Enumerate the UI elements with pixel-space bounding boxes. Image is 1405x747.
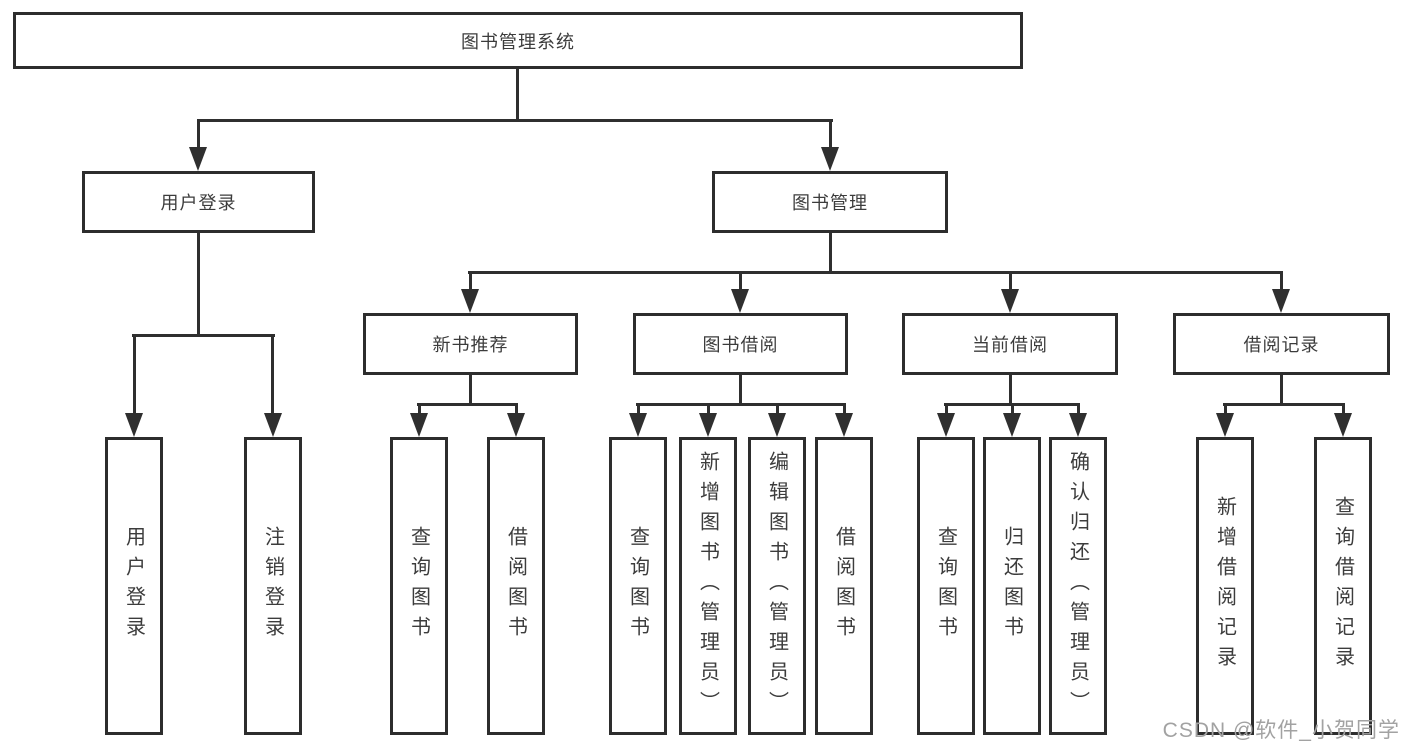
connector-line <box>1009 271 1012 291</box>
connector-line <box>636 403 846 406</box>
connector-line <box>1280 375 1283 406</box>
leaf-confirm-return-admin: 确认归还（管理员） <box>1049 437 1107 735</box>
connector-line <box>271 334 274 415</box>
leaf-borrow-books: 借阅图书 <box>815 437 873 735</box>
node-library-management-system: 图书管理系统 <box>13 12 1023 69</box>
connector-line <box>739 271 742 291</box>
node-user-login: 用户登录 <box>82 171 315 233</box>
connector-line <box>468 271 1283 274</box>
connector-line <box>417 403 518 406</box>
leaf-logout: 注销登录 <box>244 437 302 735</box>
arrow-down-icon <box>189 147 207 171</box>
leaf-label: 用户登录 <box>122 526 145 646</box>
connector-line <box>197 233 200 337</box>
arrow-down-icon <box>731 289 749 313</box>
node-book-management: 图书管理 <box>712 171 948 233</box>
node-current-borrowing: 当前借阅 <box>902 313 1118 375</box>
leaf-edit-books-admin: 编辑图书（管理员） <box>748 437 806 735</box>
arrow-down-icon <box>1001 289 1019 313</box>
connector-line <box>1011 403 1014 415</box>
leaf-query-books-current: 查询图书 <box>917 437 975 735</box>
leaf-label: 归还图书 <box>1000 526 1023 646</box>
arrow-down-icon <box>507 413 525 437</box>
leaf-add-books-admin: 新增图书（管理员） <box>679 437 737 735</box>
leaf-label: 借阅图书 <box>504 526 527 646</box>
leaf-label: 确认归还（管理员） <box>1066 451 1089 721</box>
connector-line <box>739 375 742 406</box>
arrow-down-icon <box>768 413 786 437</box>
arrow-down-icon <box>1003 413 1021 437</box>
connector-line <box>843 403 846 415</box>
node-new-book-recommendation: 新书推荐 <box>363 313 578 375</box>
leaf-borrow-books-recommend: 借阅图书 <box>487 437 545 735</box>
connector-line <box>1280 271 1283 291</box>
arrow-down-icon <box>1216 413 1234 437</box>
connector-line <box>515 403 518 415</box>
leaf-label: 借阅图书 <box>832 526 855 646</box>
connector-line <box>776 403 779 415</box>
connector-line <box>197 119 200 149</box>
leaf-query-borrow-record: 查询借阅记录 <box>1314 437 1372 735</box>
leaf-user-login: 用户登录 <box>105 437 163 735</box>
leaf-query-books-recommend: 查询图书 <box>390 437 448 735</box>
connector-line <box>1342 403 1345 415</box>
connector-line <box>1077 403 1080 415</box>
connector-line <box>1223 403 1345 406</box>
leaf-label: 查询借阅记录 <box>1331 496 1354 676</box>
connector-line <box>516 69 519 122</box>
leaf-return-books: 归还图书 <box>983 437 1041 735</box>
leaf-label: 新增图书（管理员） <box>696 451 719 721</box>
connector-line <box>197 119 833 122</box>
arrow-down-icon <box>125 413 143 437</box>
connector-line <box>637 403 640 415</box>
node-borrowing-records: 借阅记录 <box>1173 313 1390 375</box>
connector-line <box>1009 375 1012 406</box>
arrow-down-icon <box>629 413 647 437</box>
connector-line <box>829 119 832 149</box>
arrow-down-icon <box>461 289 479 313</box>
arrow-down-icon <box>835 413 853 437</box>
leaf-label: 查询图书 <box>934 526 957 646</box>
connector-line <box>829 233 832 274</box>
csdn-watermark: CSDN @软件_小贺同学 <box>1162 719 1400 742</box>
leaf-label: 查询图书 <box>626 526 649 646</box>
leaf-query-books-borrow: 查询图书 <box>609 437 667 735</box>
arrow-down-icon <box>1334 413 1352 437</box>
leaf-label: 注销登录 <box>261 526 284 646</box>
leaf-label: 新增借阅记录 <box>1213 496 1236 676</box>
arrow-down-icon <box>937 413 955 437</box>
arrow-down-icon <box>410 413 428 437</box>
connector-line <box>132 334 275 337</box>
connector-line <box>945 403 948 415</box>
node-book-borrowing: 图书借阅 <box>633 313 848 375</box>
connector-line <box>469 271 472 291</box>
connector-line <box>418 403 421 415</box>
connector-line <box>707 403 710 415</box>
leaf-label: 查询图书 <box>407 526 430 646</box>
connector-line <box>469 375 472 406</box>
connector-line <box>1224 403 1227 415</box>
connector-line <box>133 334 136 415</box>
leaf-add-borrow-record: 新增借阅记录 <box>1196 437 1254 735</box>
leaf-label: 编辑图书（管理员） <box>765 451 788 721</box>
arrow-down-icon <box>821 147 839 171</box>
arrow-down-icon <box>1272 289 1290 313</box>
arrow-down-icon <box>699 413 717 437</box>
arrow-down-icon <box>264 413 282 437</box>
arrow-down-icon <box>1069 413 1087 437</box>
